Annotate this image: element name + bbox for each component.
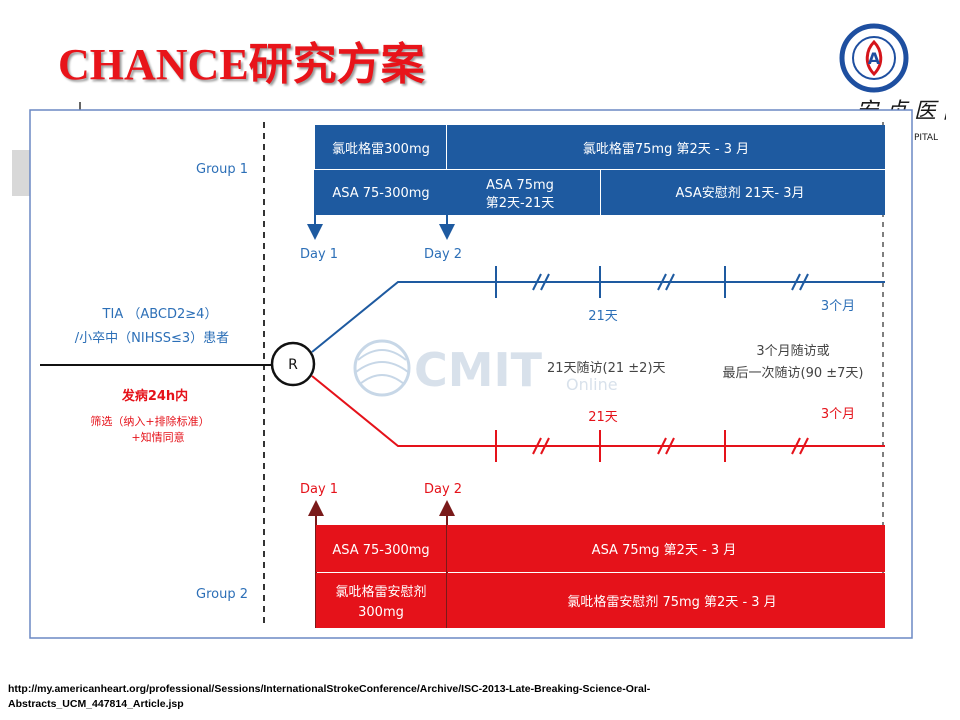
logo-partial-text: PITAL [914, 133, 938, 142]
g1-asa-placebo-box [601, 170, 885, 215]
g2-placebo-load-text-2: 300mg [358, 605, 404, 620]
followup-21d-text: 21天随访(21 ±2)天 [547, 361, 666, 376]
group1-label: Group 1 [196, 162, 248, 177]
g1-day1-label: Day 1 [300, 247, 338, 262]
g2-day2-label: Day 2 [424, 482, 462, 497]
g1-asa-mid-text-2: 第2天-21天 [486, 196, 555, 211]
red-branch-ticks [495, 430, 809, 462]
g1-day2-label: Day 2 [424, 247, 462, 262]
g2-asa-load-text: ASA 75-300mg [332, 543, 429, 558]
cmit-watermark: CMIT Online [353, 339, 618, 397]
page-title: CHANCE研究方案 [58, 40, 425, 89]
red-21d-label: 21天 [588, 410, 618, 425]
g2-asa-maint-text: ASA 75mg 第2天 - 3 月 [592, 543, 737, 558]
g2-day1-label: Day 1 [300, 482, 338, 497]
red-3m-label: 3个月 [821, 407, 855, 422]
g1-asa-load-text: ASA 75-300mg [332, 186, 429, 201]
randomization-label: R [288, 357, 298, 373]
g1-asa-mid-text-1: ASA 75mg [486, 178, 554, 193]
patients-text-2: /小卒中（NIHSS≤3）患者 [75, 331, 229, 346]
blue-3m-label: 3个月 [821, 299, 855, 314]
blue-branch-line [311, 281, 885, 353]
g2-placebo-load-text-1: 氯吡格雷安慰剂 [335, 584, 426, 600]
g1-asa-placebo-text: ASA安慰剂 21天- 3月 [675, 186, 804, 201]
g1-clopidogrel-load-box [315, 125, 446, 169]
g1-asa-mid-box [447, 170, 600, 215]
g1-clopidogrel-load-text: 氯吡格雷300mg [332, 141, 430, 157]
svg-text:A: A [868, 49, 881, 68]
g1-clopidogrel-maint-box [447, 125, 885, 169]
source-url: http://my.americanheart.org/professional… [8, 683, 651, 710]
watermark-sub: Online [566, 375, 618, 394]
patients-text-1: TIA （ABCD2≥4） [102, 307, 218, 322]
followup-3m-text-2: 最后一次随访(90 ±7天) [723, 365, 864, 381]
randomization-node [270, 341, 316, 387]
group2-label: Group 2 [196, 587, 248, 602]
g2-asa-maint-box [447, 525, 885, 572]
g2-placebo-maint-text: 氯吡格雷安慰剂 75mg 第2天 - 3 月 [567, 594, 776, 610]
screening-text-1: 筛选（纳入+排除标准） [90, 414, 209, 428]
blue-21d-label: 21天 [588, 309, 618, 324]
g2-placebo-load-box [316, 573, 446, 628]
blue-branch-ticks [495, 266, 809, 298]
g2-placebo-maint-box [447, 573, 885, 628]
followup-3m-text-1: 3个月随访或 [756, 344, 829, 359]
screening-text-2: +知情同意 [131, 430, 184, 444]
g1-asa-load-box [315, 170, 446, 215]
g2-asa-load-box [316, 525, 446, 572]
red-branch-line [311, 375, 885, 447]
g1-clopidogrel-maint-text: 氯吡格雷75mg 第2天 - 3 月 [583, 141, 749, 157]
onset-text: 发病24h内 [121, 388, 188, 404]
watermark-main: CMIT [414, 343, 543, 397]
